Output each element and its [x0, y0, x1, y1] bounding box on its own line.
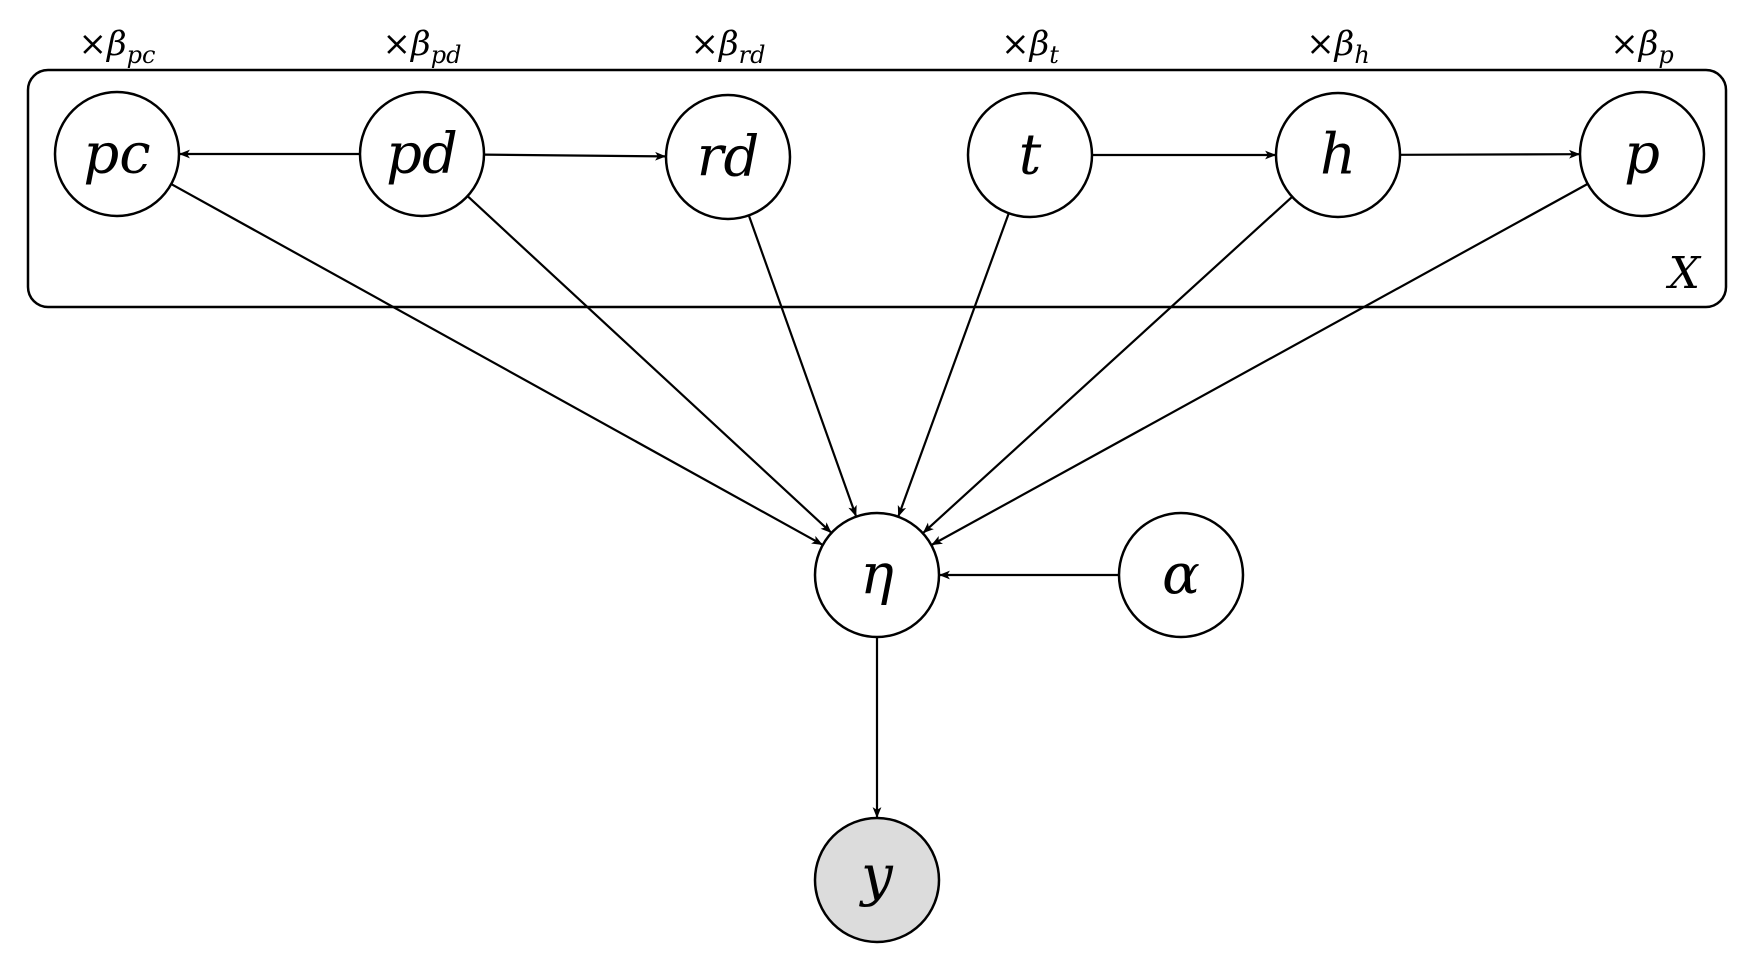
- node-pd: pd: [358, 90, 486, 218]
- node-label-y: y: [858, 844, 894, 909]
- node-label-h: h: [1320, 123, 1356, 188]
- coef-label-h: ×βh: [1306, 24, 1370, 69]
- edge-h-to-p: [1399, 149, 1581, 159]
- node-label-t: t: [1019, 123, 1042, 188]
- node-label-p: p: [1624, 122, 1660, 187]
- edges-group: [170, 149, 1589, 819]
- node-alpha: α: [1117, 511, 1245, 639]
- coef-label-p: ×βp: [1610, 24, 1674, 69]
- node-y: y: [813, 816, 941, 944]
- node-pc: pc: [53, 90, 181, 218]
- plate-x: [26, 68, 1728, 309]
- edge-h-to-eta: [922, 195, 1293, 534]
- node-h: h: [1274, 91, 1402, 219]
- edge-pd-to-rd: [483, 151, 667, 161]
- coef-label-pd: ×βpd: [383, 24, 462, 69]
- node-p: p: [1578, 90, 1706, 218]
- node-label-rd: rd: [697, 125, 760, 190]
- edge-p-to-eta: [931, 182, 1589, 546]
- edge-pd-to-eta: [466, 195, 832, 534]
- edge-pc-to-eta: [170, 183, 823, 546]
- node-t: t: [966, 91, 1094, 219]
- node-rd: rd: [664, 93, 792, 221]
- node-label-pc: pc: [83, 122, 150, 187]
- plate-label: X: [1666, 248, 1702, 299]
- node-label-alpha: α: [1162, 543, 1200, 608]
- coef-label-t: ×βt: [1001, 24, 1059, 69]
- node-label-eta: η: [860, 543, 894, 608]
- node-label-pd: pd: [386, 122, 458, 187]
- edge-t-to-eta: [897, 212, 1010, 517]
- coef-label-rd: ×βrd: [691, 24, 766, 69]
- edge-rd-to-eta: [747, 215, 857, 517]
- coef-label-pc: ×βpc: [79, 24, 156, 69]
- node-eta: η: [813, 511, 941, 639]
